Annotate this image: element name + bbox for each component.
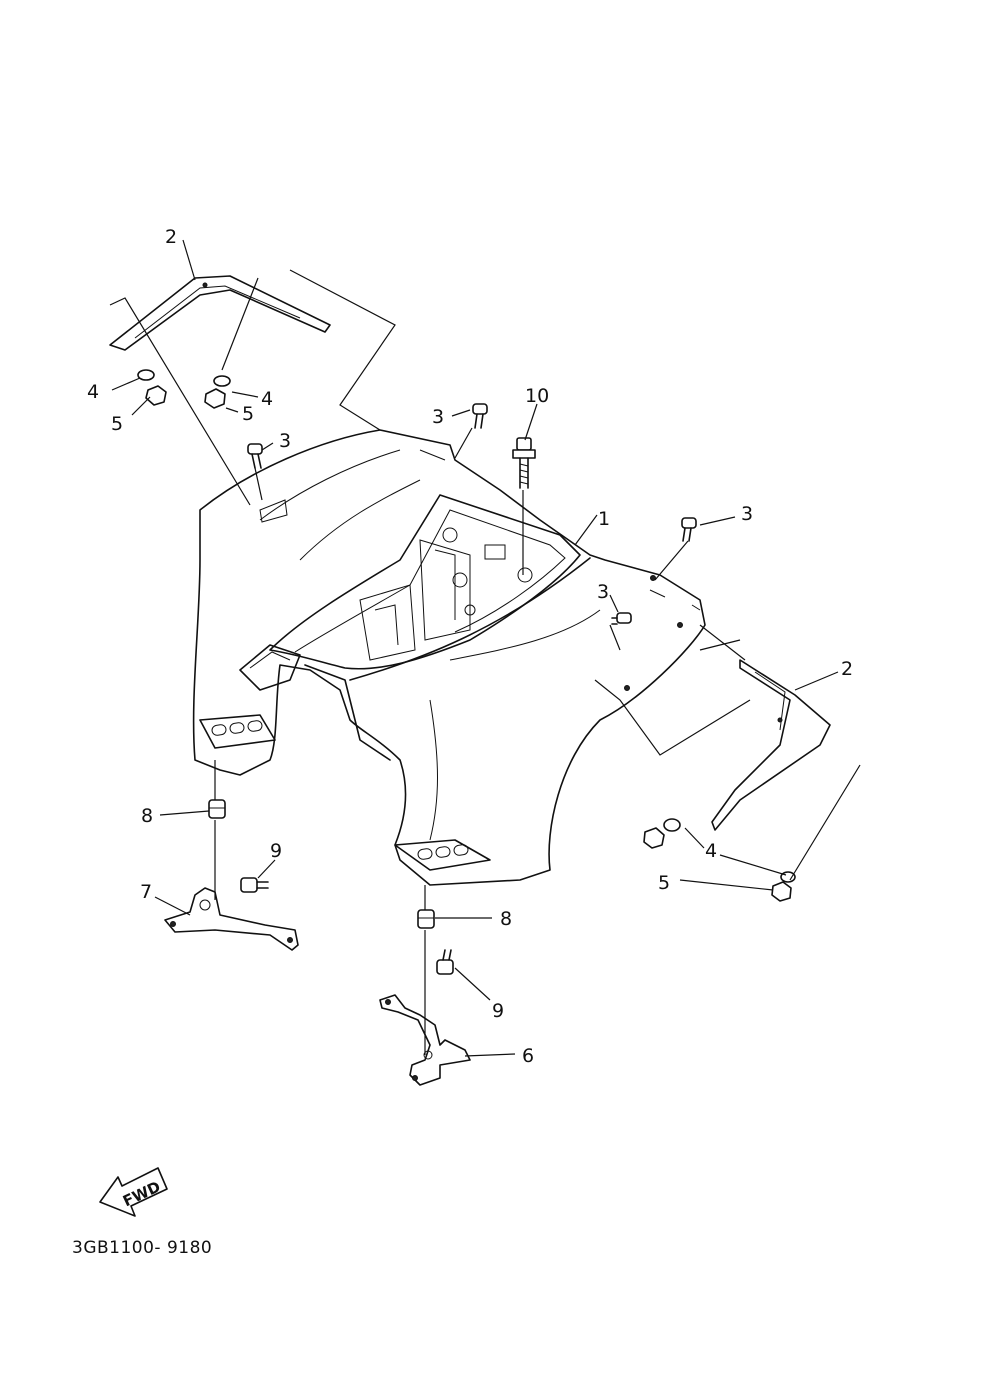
rear-fender-body: [192, 429, 706, 886]
hardware: [137, 369, 796, 975]
callout-3: 3: [279, 430, 291, 452]
callout-10: 10: [525, 385, 549, 407]
grommet: [417, 909, 435, 929]
screw: [472, 403, 488, 429]
callout-5: 5: [242, 403, 254, 425]
callout-7: 7: [140, 881, 152, 903]
callout-leaders: [111, 239, 839, 1057]
grommet: [208, 799, 226, 819]
callout-8: 8: [500, 908, 512, 930]
callout-4: 4: [261, 388, 273, 410]
callout-2: 2: [165, 226, 177, 248]
callout-5: 5: [111, 413, 123, 435]
screw: [681, 517, 697, 542]
bracket-left: [164, 887, 299, 951]
bolt: [512, 437, 536, 489]
callout-6: 6: [522, 1045, 534, 1067]
callout-5: 5: [658, 872, 670, 894]
fwd-arrow-icon: FWD: [99, 1167, 168, 1217]
callouts: 2 4 5 4 5 3 3 10 1 3 3 2 4 5 8 7 9 8 9 6: [87, 226, 853, 1067]
screw: [247, 443, 263, 469]
callout-2: 2: [841, 658, 853, 680]
callout-9: 9: [492, 1000, 504, 1022]
callout-3: 3: [741, 503, 753, 525]
bracket-right: [379, 994, 471, 1086]
callout-9: 9: [270, 840, 282, 862]
guard-left: [109, 275, 331, 351]
callout-1: 1: [598, 508, 610, 530]
drawing-code: 3GB1100- 9180: [72, 1238, 212, 1258]
bolt: [240, 877, 269, 893]
callout-4: 4: [87, 381, 99, 403]
callout-3: 3: [597, 581, 609, 603]
screw: [611, 612, 632, 625]
bolt: [436, 949, 454, 975]
callout-4: 4: [705, 840, 717, 862]
guard-right: [711, 659, 831, 831]
callout-8: 8: [141, 805, 153, 827]
reference-lines: [109, 269, 861, 1055]
callout-3: 3: [432, 406, 444, 428]
